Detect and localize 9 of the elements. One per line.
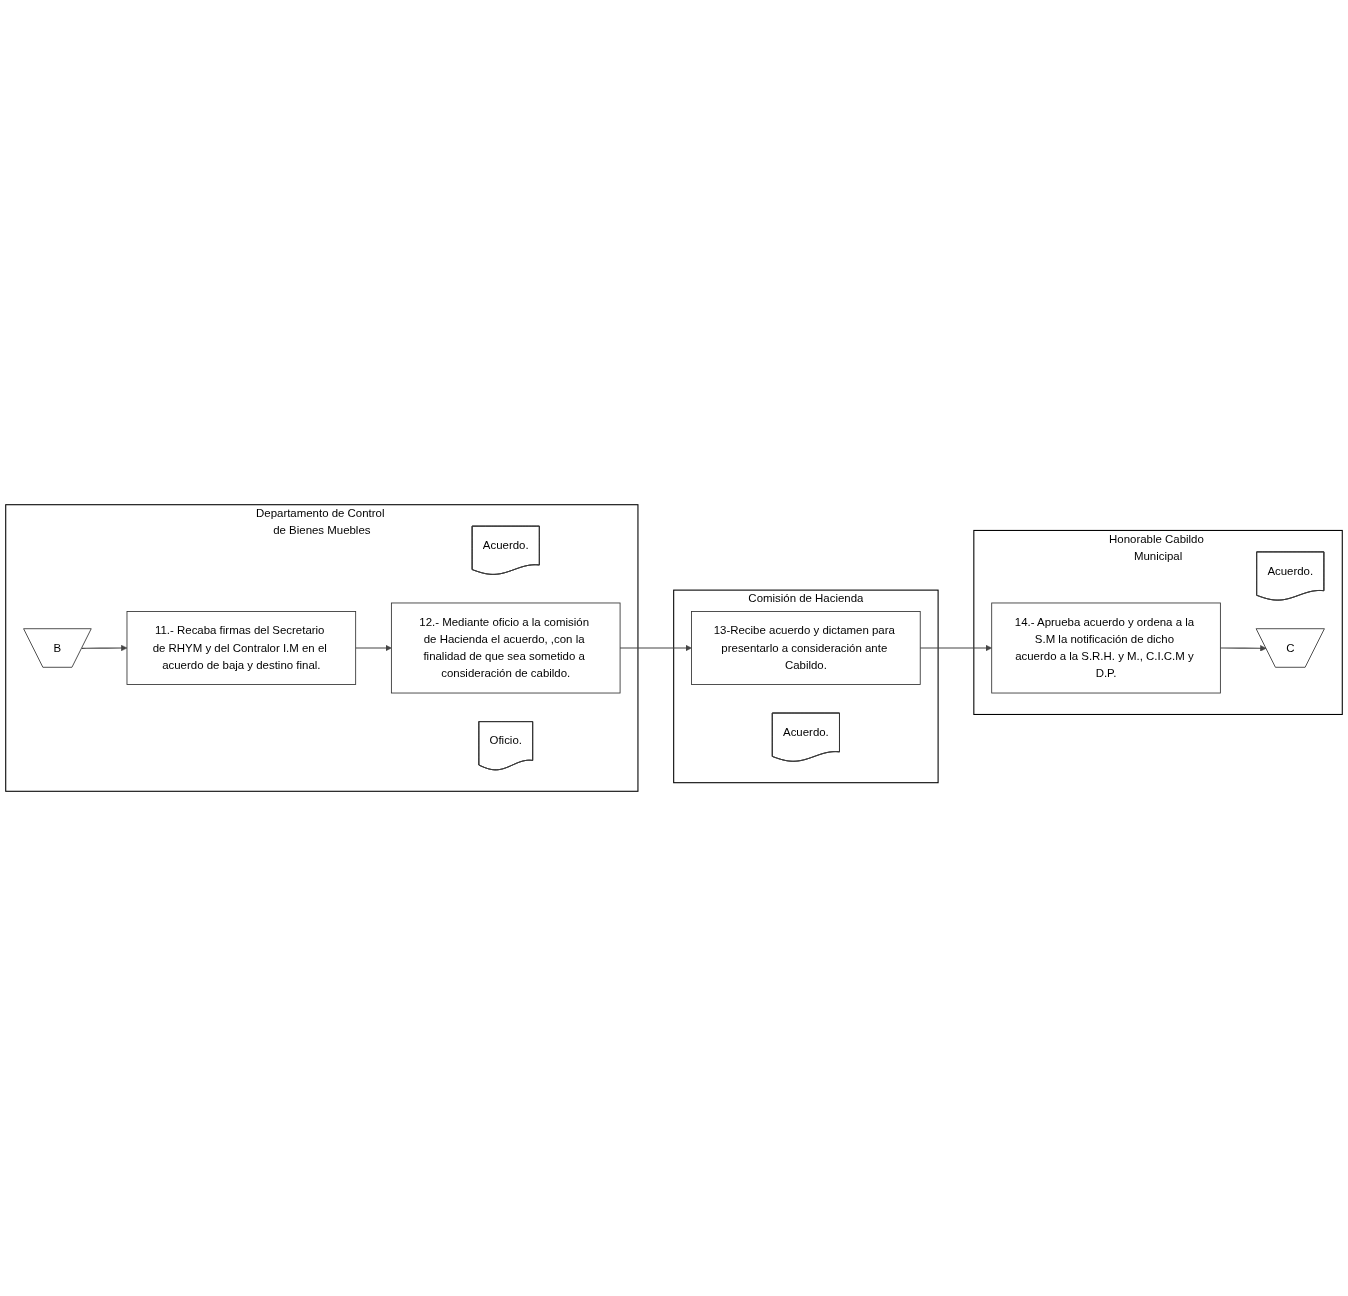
node-box: 13-Recibe acuerdo y dictamen para presentarlo a consideración ante Cabildo. [691,611,921,685]
arrow [355,644,392,652]
arrow [1219,645,1267,652]
arrow [81,644,128,652]
node-box: 12.- Mediante oficio a la comisión de Hacienda el acuerdo, ,con la finalidad de que sea sometido a consideración de cabildo. [390,602,621,694]
node-box: 14.- Aprueba acuerdo y ordena a la S.M la notificación de dicho acuerdo a la S.R.H. y M., C.I.C.M y D.P. [991,602,1221,694]
arrow [919,644,992,652]
arrow [619,644,692,652]
node-box: 11.- Recaba firmas del Secretario de RHYM y del Contralor I.M en el acuerdo de baja y destino final. [126,611,357,685]
